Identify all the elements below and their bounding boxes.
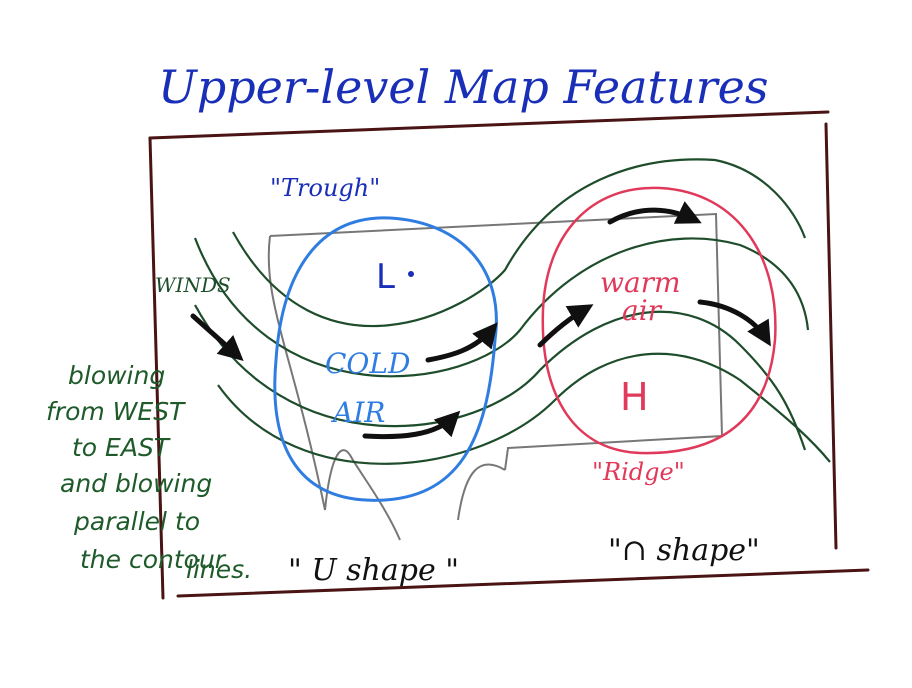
high-pressure-symbol: H <box>620 375 649 419</box>
arrow-ridge-top <box>607 201 702 225</box>
arrow-winds <box>190 313 244 361</box>
cold-label: COLD <box>325 347 410 380</box>
arrow-air <box>362 410 461 440</box>
note-line-6: the contour <box>80 545 227 574</box>
contour-line-1 <box>232 158 807 327</box>
warm-label: warm <box>600 266 681 299</box>
warm-air-label: air <box>622 294 663 327</box>
map-frame <box>148 110 870 600</box>
arrow-ridge-exit <box>697 299 771 347</box>
winds-note: blowing from WEST to EAST and blowing pa… <box>46 361 252 584</box>
note-line-4: and blowing <box>60 469 212 498</box>
u-shape-label: " U shape " <box>288 553 459 588</box>
n-shape-label: "∩ shape" <box>608 533 760 568</box>
trough-label: "Trough" <box>270 174 380 202</box>
wind-arrows <box>190 201 771 440</box>
arrow-cold-air <box>425 322 498 363</box>
note-line-2: from WEST <box>46 397 186 426</box>
contour-line-4 <box>217 352 831 465</box>
air-label: AIR <box>330 396 385 429</box>
arrow-entering-ridge <box>537 304 594 348</box>
contour-line-3 <box>194 304 807 451</box>
note-line-5: parallel to <box>73 507 200 536</box>
winds-label: WINDS <box>155 273 231 297</box>
contour-line-2 <box>193 237 810 378</box>
diagram-title: Upper-level Map Features <box>158 60 768 114</box>
note-line-1: blowing <box>68 361 165 390</box>
low-pressure-dot <box>408 271 414 277</box>
ridge-label: "Ridge" <box>592 458 685 486</box>
note-line-7: lines. <box>186 555 252 584</box>
note-line-3: to EAST <box>72 433 171 462</box>
ridge-circle <box>541 186 777 455</box>
contour-lines <box>193 158 831 465</box>
trough-circle <box>273 216 498 502</box>
low-pressure-symbol: L <box>376 257 395 297</box>
